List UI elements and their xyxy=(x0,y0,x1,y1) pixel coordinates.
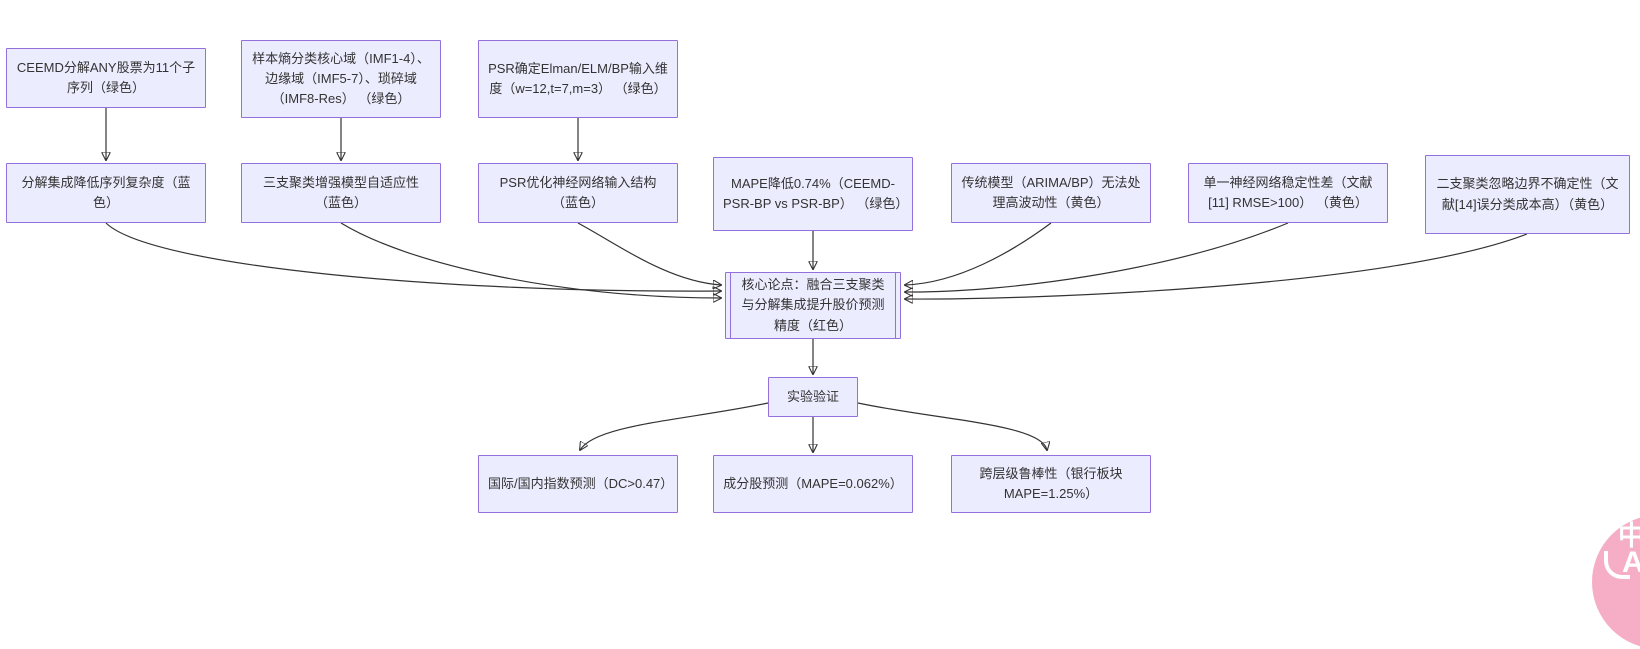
node-mape-gain-label: MAPE降低0.74%（CEEMD-PSR-BP vs PSR-BP） （绿色） xyxy=(723,175,909,211)
translate-zh-glyph: 中 xyxy=(1618,521,1640,551)
edge-threeway-core xyxy=(340,222,721,298)
node-stock-pred-label: 成分股预测（MAPE=0.062%） xyxy=(723,475,903,491)
edge-decomp-core xyxy=(105,222,721,291)
node-core-thesis-label: 核心论点：融合三支聚类与分解集成提升股价预测精度（红色） xyxy=(741,277,885,333)
node-decomp-label: 分解集成降低序列复杂度（蓝色） xyxy=(21,174,191,210)
edge-psropt-core xyxy=(577,222,721,285)
node-single-nn-label: 单一神经网络稳定性差（文献[11] RMSE>100） （黄色） xyxy=(1203,174,1373,210)
node-index-pred: 国际/国内指数预测（DC>0.47） xyxy=(478,455,678,513)
edge-experiment-index xyxy=(580,402,769,450)
node-three-way: 三支聚类增强模型自适应性（蓝色） xyxy=(241,163,441,223)
node-traditional: 传统模型（ARIMA/BP）无法处理高波动性（黄色） xyxy=(951,163,1151,223)
node-experiment-label: 实验验证 xyxy=(786,388,839,404)
node-psr-opt-label: PSR优化神经网络输入结构（蓝色） xyxy=(499,174,657,210)
edge-singlenn-core xyxy=(905,222,1289,292)
node-stock-pred: 成分股预测（MAPE=0.062%） xyxy=(713,455,913,513)
node-psr-opt: PSR优化神经网络输入结构（蓝色） xyxy=(478,163,678,223)
node-robustness: 跨层级鲁棒性（银行板块MAPE=1.25%） xyxy=(951,455,1151,513)
node-psr-dim-label: PSR确定Elman/ELM/BP输入维度（w=12,t=7,m=3） （绿色） xyxy=(488,60,668,96)
node-traditional-label: 传统模型（ARIMA/BP）无法处理高波动性（黄色） xyxy=(961,174,1141,210)
node-experiment: 实验验证 xyxy=(768,377,858,417)
node-three-way-label: 三支聚类增强模型自适应性（蓝色） xyxy=(262,174,419,210)
node-robustness-label: 跨层级鲁棒性（银行板块MAPE=1.25%） xyxy=(979,465,1123,501)
flowchart-canvas: CEEMD分解ANY股票为11个子序列（绿色） 样本熵分类核心域（IMF1-4）… xyxy=(0,40,1640,649)
node-mape-gain: MAPE降低0.74%（CEEMD-PSR-BP vs PSR-BP） （绿色） xyxy=(713,157,913,231)
node-ceemd: CEEMD分解ANY股票为11个子序列（绿色） xyxy=(6,48,206,108)
edge-traditional-core xyxy=(905,222,1052,285)
node-two-way: 二支聚类忽略边界不确定性（文献[14]误分类成本高）（黄色） xyxy=(1425,155,1630,234)
edge-experiment-robust xyxy=(857,402,1047,450)
edges-layer xyxy=(0,108,1528,574)
node-entropy-label: 样本熵分类核心域（IMF1-4）、边缘域（IMF5-7）、琐碎域（IMF8-Re… xyxy=(252,50,430,107)
node-psr-dim: PSR确定Elman/ELM/BP输入维度（w=12,t=7,m=3） （绿色） xyxy=(478,40,678,118)
edge-twoway-core xyxy=(905,233,1528,299)
node-entropy: 样本熵分类核心域（IMF1-4）、边缘域（IMF5-7）、琐碎域（IMF8-Re… xyxy=(241,40,441,118)
node-two-way-label: 二支聚类忽略边界不确定性（文献[14]误分类成本高）（黄色） xyxy=(1436,176,1619,212)
node-decomp: 分解集成降低序列复杂度（蓝色） xyxy=(6,163,206,223)
node-core-thesis: 核心论点：融合三支聚类与分解集成提升股价预测精度（红色） xyxy=(725,272,901,339)
translate-latin-glyph: A xyxy=(1622,546,1640,579)
node-single-nn: 单一神经网络稳定性差（文献[11] RMSE>100） （黄色） xyxy=(1188,163,1388,223)
node-ceemd-label: CEEMD分解ANY股票为11个子序列（绿色） xyxy=(16,59,196,95)
node-index-pred-label: 国际/国内指数预测（DC>0.47） xyxy=(488,475,674,491)
